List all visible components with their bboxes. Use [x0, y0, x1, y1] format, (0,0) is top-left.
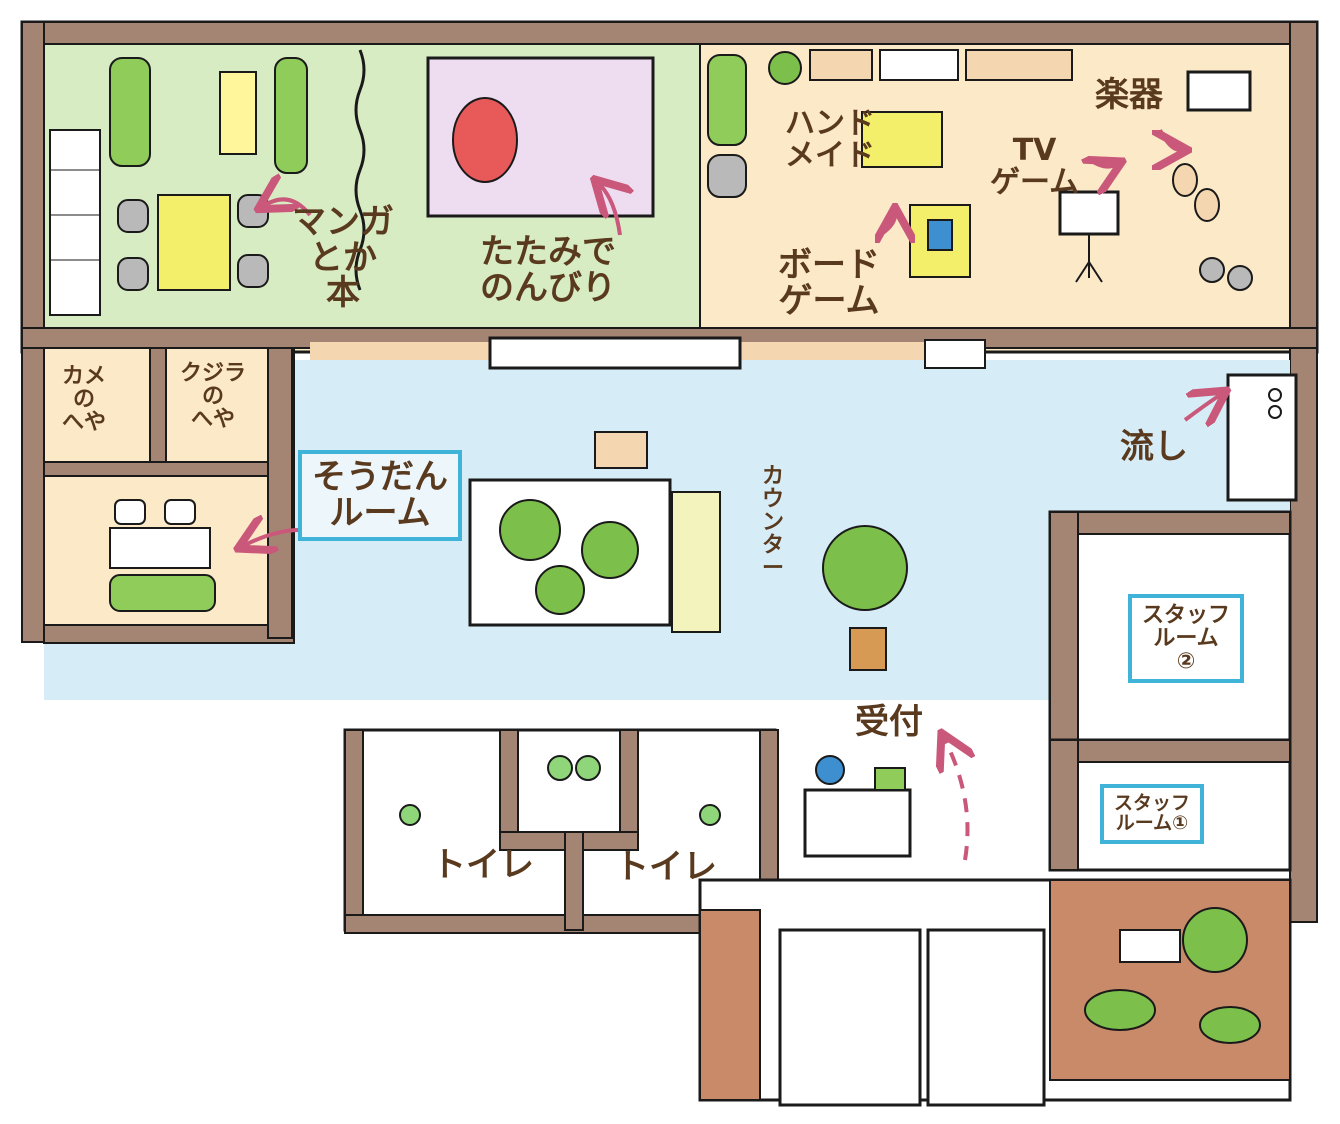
plant-pot — [849, 627, 887, 671]
label-sink: 流し — [1120, 427, 1188, 467]
label-board-game: ボード ゲーム — [778, 245, 880, 321]
label-staff-room-1: スタッフ ルーム① — [1100, 784, 1205, 844]
guitar-1 — [1172, 163, 1198, 197]
label-toilet-right: トイレ — [615, 847, 717, 887]
label-counter: カ ウ ン タ ー — [762, 464, 785, 582]
label-turtle-room: カメ の へや — [62, 364, 107, 436]
label-tv-game: TV ゲーム — [990, 133, 1080, 200]
restroom-icon-m — [547, 755, 573, 781]
entrance-door-right — [926, 928, 1046, 1107]
room-divider-curtain — [354, 49, 366, 291]
small-plant — [768, 51, 802, 85]
label-toilet-left: トイレ — [432, 845, 534, 885]
restroom-icon-f — [575, 755, 601, 781]
label-handmade: ハンド メイド — [785, 106, 875, 173]
reading-table — [157, 194, 231, 291]
label-tatami: たたみで のんびり — [480, 232, 616, 308]
consult-sofa — [109, 574, 216, 612]
toilet-right-icon — [699, 804, 721, 826]
sofa-right — [274, 57, 308, 174]
potted-tree — [822, 525, 908, 611]
top-wall — [21, 21, 1318, 45]
guitar-2 — [1194, 188, 1220, 222]
bookshelf — [49, 129, 101, 316]
piano — [1186, 70, 1252, 112]
low-table — [219, 71, 257, 155]
brick-wall-right — [1049, 879, 1291, 1081]
label-instruments: 楽器 — [1095, 75, 1163, 115]
sink-unit — [1226, 373, 1298, 502]
cabinet-3 — [965, 49, 1073, 81]
cabinet-2 — [879, 49, 959, 81]
cushion — [452, 97, 518, 183]
drum-2 — [1227, 265, 1253, 291]
counter — [671, 491, 721, 633]
label-reception: 受付 — [855, 702, 923, 742]
desk — [594, 431, 648, 469]
label-manga-books: マンガ とか 本 — [292, 202, 394, 314]
receptionist — [815, 755, 845, 785]
entrance-door-left — [778, 928, 922, 1107]
shelf — [488, 336, 742, 370]
label-consultation-room: そうだん ルーム — [298, 450, 462, 542]
play-room-sofa — [707, 54, 747, 146]
brick-wall-left — [699, 909, 761, 1101]
reception-desk — [803, 788, 912, 858]
consult-table — [109, 527, 211, 569]
label-whale-room: クジラ の へや — [180, 361, 247, 433]
drum-1 — [1199, 257, 1225, 283]
cabinet-1 — [809, 49, 873, 81]
toilet-left-icon — [399, 804, 421, 826]
label-staff-room-2: スタッフ ルーム ② — [1128, 594, 1245, 684]
sofa-left — [109, 57, 151, 167]
handmade-table — [861, 111, 943, 168]
entrance-tree — [1182, 907, 1248, 973]
